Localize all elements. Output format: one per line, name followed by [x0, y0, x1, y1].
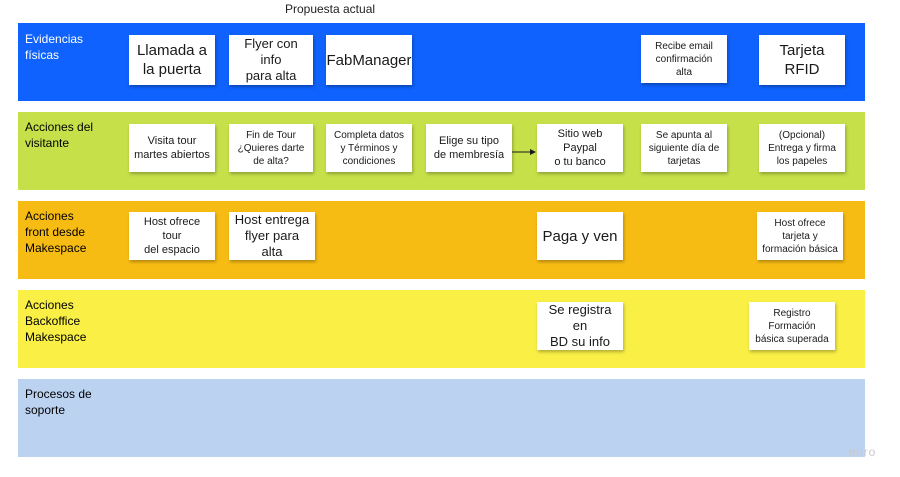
sticky-note[interactable]: Completa datos y Términos y condiciones	[326, 124, 412, 172]
sticky-note[interactable]: Fin de Tour ¿Quieres darte de alta?	[229, 124, 313, 172]
sticky-note[interactable]: Registro Formación básica superada	[749, 302, 835, 350]
sticky-note[interactable]: Paga y ven	[537, 212, 623, 260]
sticky-note[interactable]: Tarjeta RFID	[759, 35, 845, 85]
sticky-note[interactable]: (Opcional) Entrega y firma los papeles	[759, 124, 845, 172]
sticky-note[interactable]: Llamada a la puerta	[129, 35, 215, 85]
lane-label: Evidencias físicas	[25, 32, 84, 62]
lane-label: Acciones del visitante	[25, 120, 94, 150]
lane-label: Procesos de soporte	[25, 387, 92, 417]
sticky-note[interactable]: Host ofrece tarjeta y formación básica	[757, 212, 843, 260]
sticky-note[interactable]: Host entrega flyer para alta	[229, 212, 315, 260]
lane-soporte: Procesos de soporte	[18, 379, 865, 457]
board-title: Propuesta actual	[284, 2, 376, 16]
sticky-note[interactable]: Se registra en BD su info	[537, 302, 623, 350]
lane-backoffice: Acciones Backoffice Makespace	[18, 290, 865, 368]
sticky-note[interactable]: Visita tour martes abiertos	[129, 124, 215, 172]
sticky-note[interactable]: Se apunta al siguiente día de tarjetas	[641, 124, 727, 172]
sticky-note[interactable]: Sitio web Paypal o tu banco	[537, 124, 623, 172]
sticky-note[interactable]: Host ofrece tour del espacio	[129, 212, 215, 260]
sticky-note[interactable]: Flyer con info para alta	[229, 35, 313, 85]
sticky-note[interactable]: Recibe email confirmación alta	[641, 35, 727, 83]
lane-label: Acciones Backoffice Makespace	[25, 298, 87, 344]
sticky-note[interactable]: Elige su tipo de membresía	[426, 124, 512, 172]
lane-label: Acciones front desde Makespace	[25, 209, 87, 255]
sticky-note[interactable]: FabManager	[326, 35, 412, 85]
miro-watermark: miro	[849, 445, 877, 459]
